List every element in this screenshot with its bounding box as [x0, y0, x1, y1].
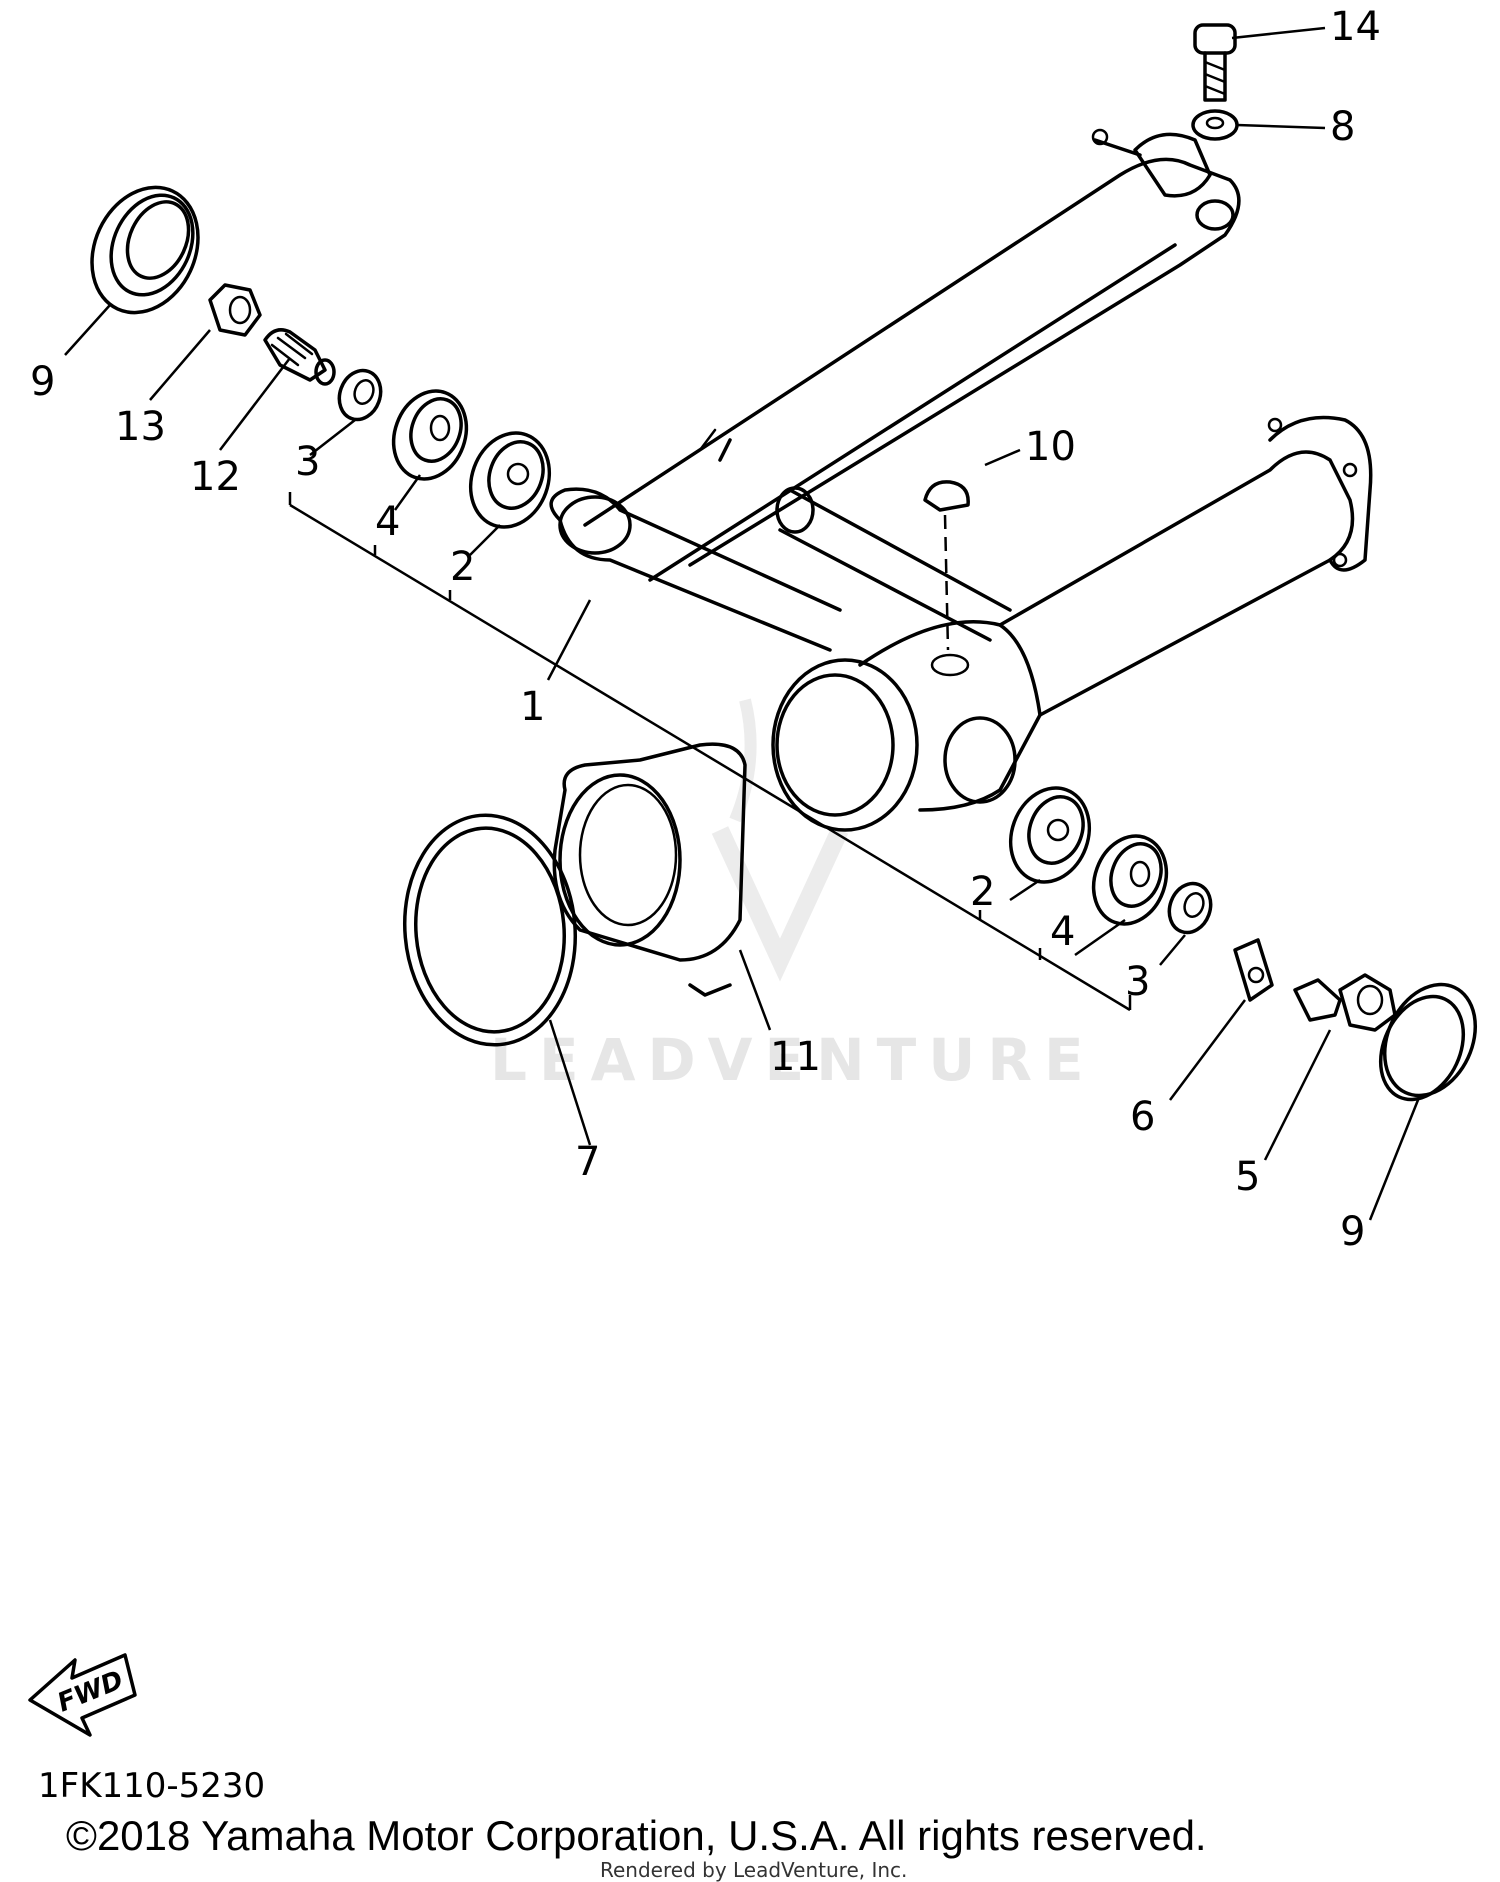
swing-arm — [549, 128, 1373, 832]
callout-6: 6 — [1130, 1094, 1155, 1140]
leadventure-watermark: LEADVENTURE — [490, 698, 1096, 1094]
copyright-notice: ©2018 Yamaha Motor Corporation, U.S.A. A… — [66, 1812, 1207, 1859]
gasket-14 — [402, 813, 578, 1047]
callout-3-left: 3 — [295, 439, 320, 485]
cap-9-right — [1378, 982, 1478, 1102]
callout-1: 1 — [520, 684, 545, 730]
callout-13: 10 — [1025, 424, 1076, 470]
callout-9-left: 9 — [30, 359, 55, 405]
callout-5: 5 — [1235, 1154, 1260, 1200]
callout-4-right: 4 — [1050, 909, 1075, 955]
pivot-shaft-7 — [263, 328, 336, 386]
callout-2-right: 2 — [970, 869, 995, 915]
watermark-text: LEADVENTURE — [490, 1026, 1096, 1094]
lock-washer-6 — [1233, 938, 1274, 1002]
callout-11: 8 — [1330, 104, 1355, 150]
callout-9-right: 9 — [1340, 1209, 1365, 1255]
bearing-2-right — [1008, 786, 1092, 884]
washer-11 — [1191, 109, 1239, 141]
callout-labels: 14 8 9 13 12 3 4 2 1 10 2 4 3 6 5 9 11 7 — [30, 4, 1381, 1255]
callout-3-right: 3 — [1125, 959, 1150, 1005]
bolt-10 — [1193, 23, 1237, 102]
fwd-arrow: FWD — [28, 1653, 137, 1737]
nut-8 — [208, 283, 262, 337]
callout-14: 7 — [575, 1139, 600, 1185]
bolt-5 — [1293, 973, 1397, 1032]
group-bracket — [288, 492, 1132, 1012]
boot-12 — [552, 742, 747, 997]
callout-8: 13 — [115, 404, 166, 450]
callout-4-left: 4 — [375, 499, 400, 545]
bearing-4-right — [1091, 834, 1169, 926]
bearing-2-left — [468, 431, 552, 529]
callout-2-left: 2 — [450, 544, 475, 590]
callout-12: 11 — [770, 1034, 821, 1080]
seal-9-left — [90, 185, 200, 315]
callout-7: 12 — [190, 454, 241, 500]
leader-lines — [64, 26, 1422, 1221]
bearing-4-left — [391, 389, 469, 481]
rendered-by-credit: Rendered by LeadVenture, Inc. — [600, 1858, 908, 1882]
diagram-part-code: 1FK110-5230 — [38, 1766, 266, 1806]
cap-13 — [923, 480, 970, 651]
collar-3-left — [337, 368, 383, 422]
fwd-label: FWD — [53, 1665, 127, 1718]
callout-10: 14 — [1330, 4, 1381, 50]
collar-3-right — [1167, 881, 1213, 935]
